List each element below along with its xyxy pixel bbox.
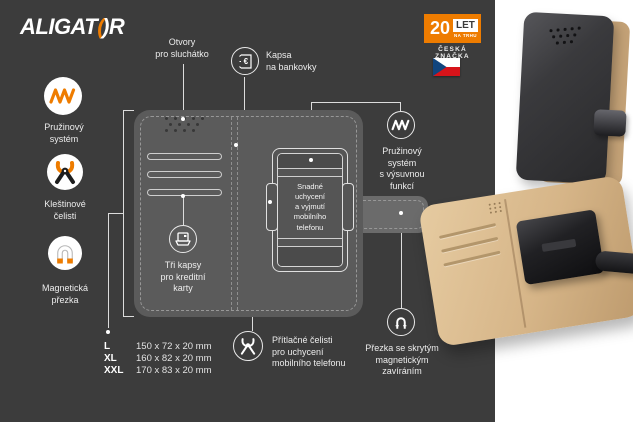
feature-label-spring: Pružinový systém (44, 122, 84, 144)
banknote-icon: € (231, 47, 259, 75)
spring-extend-line-v1 (400, 102, 401, 111)
press-jaws-dot (268, 200, 272, 204)
brand-logo: ALIGAT()R (20, 14, 125, 40)
press-jaws-label: Přítlačné čelisti pro uchycení mobilního… (272, 335, 346, 369)
case-strap-diagram (352, 196, 428, 233)
card-pocket-icon (169, 225, 197, 253)
logo-text-post: )R (102, 14, 125, 39)
svg-text:€: € (243, 57, 248, 66)
magnetic-buckle-icon (387, 308, 415, 336)
open-case-card-slot (438, 222, 497, 239)
anniversary-badge: 20 LET NA TRHU (424, 14, 481, 43)
badge-subtitle: NA TRHU (454, 33, 477, 38)
size-bracket-tick-top (123, 110, 134, 111)
spring-extend-icon (387, 111, 415, 139)
size-connector-v (108, 213, 109, 328)
banknotes-label: Kapsa na bankovky (266, 50, 317, 72)
open-case-card-slot (443, 250, 501, 267)
size-value: 160 x 82 x 20 mm (136, 353, 212, 364)
earpiece-dot (181, 117, 185, 121)
open-case-holder-slot (541, 238, 577, 252)
press-jaws-icon (233, 331, 263, 361)
closed-case-photo (508, 11, 632, 190)
size-row-xl: XL 160 x 82 x 20 mm (104, 353, 212, 364)
badge-years-number: 20 (430, 18, 451, 38)
closed-case-front (515, 11, 615, 185)
badge-right-block: LET NA TRHU (453, 19, 478, 38)
earpiece-line (183, 64, 184, 117)
size-row-l: L 150 x 72 x 20 mm (104, 341, 212, 352)
banknotes-dot (234, 143, 238, 147)
card-slot-2 (147, 171, 222, 178)
size-bracket-line (123, 110, 124, 317)
earpiece-label: Otvory pro sluchátko (155, 37, 209, 59)
closed-case-clasp (593, 109, 627, 137)
open-case-phone-holder (515, 209, 605, 286)
size-connector-dot (106, 330, 110, 334)
logo-text-pre: ALIGAT (20, 14, 98, 39)
spring-icon (44, 77, 82, 115)
feature-label-magnet: Magnetická přezka (41, 283, 89, 305)
size-label: XL (104, 353, 117, 364)
size-connector-h (108, 213, 123, 214)
holder-clamp-right (342, 183, 354, 231)
spring-extend-line-h (311, 102, 401, 103)
strap-stitching (356, 200, 424, 229)
closed-case-speaker-holes (524, 12, 614, 45)
magnetic-buckle-label: Přezka se skrytým magnetickým zavíráním (365, 343, 439, 377)
badge-unit-label: LET (453, 19, 478, 32)
card-pockets-dot (181, 194, 185, 198)
case-spine-line-left (231, 117, 232, 310)
card-slot-1 (147, 153, 222, 160)
size-value: 150 x 72 x 20 mm (136, 341, 212, 352)
phone-holder-diagram: Snadné uchycení a vyjmutí mobilního tele… (272, 148, 348, 272)
magnetic-buckle-dot (399, 211, 403, 215)
czech-brand-caption: ČESKÁ ZNAČKA (435, 46, 470, 60)
card-pockets-line (182, 196, 184, 225)
size-bracket-tick-bottom (123, 316, 134, 317)
holder-clamp-left (266, 183, 278, 231)
magnetic-buckle-line (401, 216, 402, 308)
spring-extend-label: Pružinový systém s výsuvnou funkcí (379, 146, 425, 192)
case-spine-line-right (237, 117, 238, 310)
logo-paren-accent: ( (97, 14, 105, 39)
open-case-interior (418, 174, 633, 348)
czech-flag-icon (433, 58, 460, 76)
pliers-icon (47, 154, 83, 190)
open-case-photo (418, 174, 633, 348)
holder-callout-text: Snadné uchycení a vyjmutí mobilního tele… (293, 182, 327, 232)
size-label: L (104, 341, 111, 352)
size-row-xxl: XXL 170 x 83 x 20 mm (104, 365, 212, 376)
phone-holder-inner: Snadné uchycení a vyjmutí mobilního tele… (277, 153, 343, 267)
open-case-card-slot (441, 236, 499, 253)
magnet-icon (48, 236, 82, 270)
size-label: XXL (104, 365, 124, 376)
card-pockets-label: Tři kapsy pro kreditní karty (160, 260, 206, 294)
spring-extend-dot (309, 158, 313, 162)
feature-label-pliers: Kleštinové čelisti (44, 199, 86, 221)
size-value: 170 x 83 x 20 mm (136, 365, 212, 376)
case-stitching (140, 116, 357, 311)
case-diagram: Snadné uchycení a vyjmutí mobilního tele… (134, 110, 363, 317)
